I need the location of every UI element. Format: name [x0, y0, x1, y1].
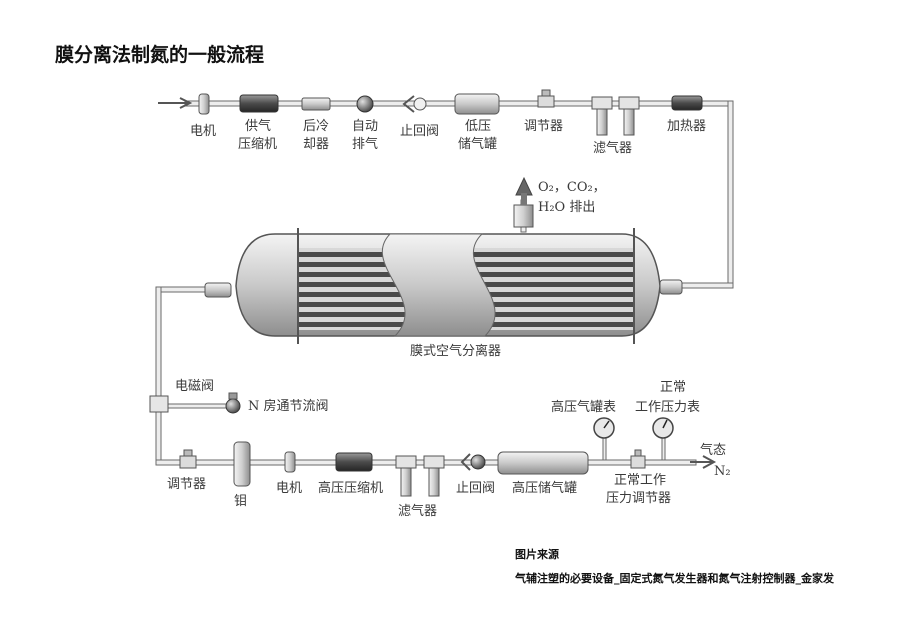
label-low-tank-2: 储气罐: [458, 136, 497, 152]
label-filter-top: 滤气器: [593, 140, 632, 156]
label-aftercooler-2: 却器: [303, 137, 329, 152]
label-motor-top: 电机: [190, 124, 216, 139]
pipe-right: [727, 100, 734, 289]
label-aftercooler-1: 后冷: [303, 119, 329, 134]
exhaust-labels: O₂，CO₂， H₂O 排出: [538, 180, 606, 215]
label-output-2: N₂: [714, 464, 731, 479]
label-hp-gauge: 高压气罐表: [551, 399, 616, 415]
label-check-valve-top: 止回阀: [400, 124, 439, 139]
low-pressure-tank: [454, 93, 500, 115]
solenoid-valve: [149, 395, 169, 413]
exhaust-outlet: [513, 176, 534, 228]
filters-bottom: [395, 455, 445, 497]
top-labels: 电机 供气 压缩机 后冷 却器 自动 排气 止回阀 低压 储气罐 调节器 滤气器…: [190, 118, 706, 156]
hp-gauge: [593, 417, 615, 439]
label-low-tank-1: 低压: [465, 119, 491, 134]
hp-compressor: [335, 452, 373, 472]
label-exhaust-2: H₂O 排出: [538, 200, 595, 215]
air-compressor: [239, 94, 279, 113]
vertical-tank: [233, 441, 251, 487]
label-hp-tank: 高压储气罐: [512, 480, 577, 496]
pipe-gauge-1: [602, 437, 607, 461]
label-autodrain-1: 自动: [352, 119, 378, 134]
credit-source: 气辅注塑的必要设备_固定式氮气发生器和氮气注射控制器_金家发: [515, 572, 834, 585]
pipe-gauge-2: [661, 437, 666, 461]
label-work-gauge-1: 正常: [660, 380, 686, 395]
motor-bottom: [284, 451, 296, 473]
label-work-reg-2: 压力调节器: [606, 491, 671, 506]
check-valve-bottom: [460, 453, 486, 471]
pipe-right-in: [674, 282, 734, 289]
label-exhaust-1: O₂，CO₂，: [538, 180, 606, 195]
label-heater: 加热器: [667, 119, 706, 134]
page-title: 膜分离法制氮的一般流程: [55, 44, 265, 66]
label-separator: 膜式空气分离器: [410, 343, 501, 359]
n-throttle-valve: [225, 392, 241, 414]
regulator-bottom: [179, 449, 197, 469]
check-valve-top: [402, 95, 427, 113]
label-n-valve: N 房通节流阀: [248, 398, 329, 414]
label-vertical-tank: 钼: [234, 494, 247, 509]
label-check-valve-bottom: 止回阀: [456, 481, 495, 496]
auto-drain: [356, 95, 374, 113]
aftercooler: [301, 97, 331, 111]
membrane-separator: [204, 228, 683, 344]
pipe-n-valve: [160, 403, 230, 409]
label-filter-bottom: 滤气器: [398, 503, 437, 519]
label-compressor-1: 供气: [245, 118, 271, 134]
inlet-arrow: [158, 97, 193, 109]
bottom-labels: 电磁阀 N 房通节流阀 调节器 钼 电机 高压压缩机 滤气器 止回阀 高压储气罐…: [167, 379, 731, 519]
label-compressor-2: 压缩机: [238, 136, 277, 152]
label-autodrain-2: 排气: [352, 136, 378, 152]
label-work-gauge-2: 工作压力表: [635, 400, 700, 415]
heater: [671, 95, 703, 111]
filters-top: [591, 96, 640, 136]
credit-heading: 图片来源: [515, 548, 559, 561]
pipe-left-out: [155, 286, 207, 293]
label-regulator-bottom: 调节器: [167, 477, 206, 492]
label-solenoid-valve: 电磁阀: [175, 379, 214, 394]
label-hp-compressor: 高压压缩机: [318, 480, 383, 496]
output-arrow: [690, 455, 717, 469]
work-pressure-regulator: [630, 449, 646, 469]
label-regulator-top: 调节器: [524, 119, 563, 134]
label-output-1: 气态: [700, 442, 726, 458]
regulator-top: [537, 89, 555, 108]
hp-storage-tank: [497, 451, 589, 475]
label-motor-bottom: 电机: [276, 481, 302, 496]
work-pressure-gauge: [652, 417, 674, 439]
label-work-reg-1: 正常工作: [614, 473, 666, 488]
motor-top: [198, 93, 210, 115]
pipe-left: [155, 286, 162, 466]
